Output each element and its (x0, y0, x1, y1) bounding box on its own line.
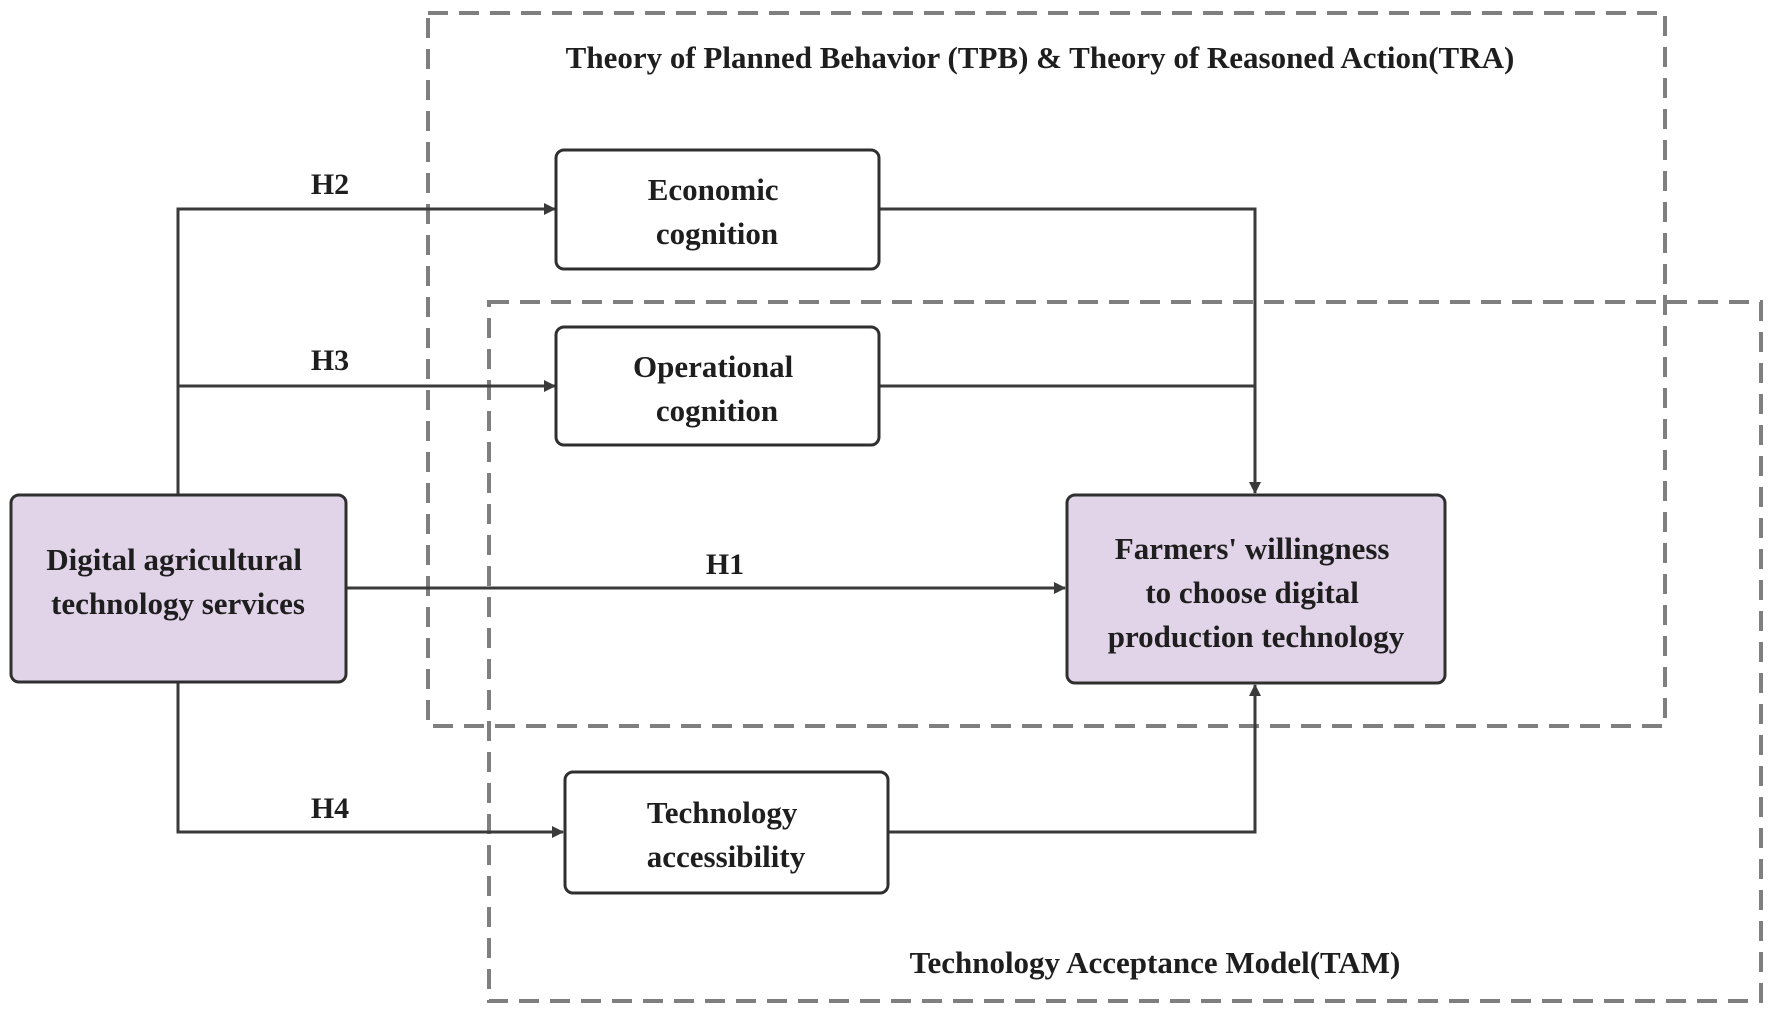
digital-services-box (9, 493, 348, 684)
h1-label: H1 (706, 548, 744, 581)
h4-arrow (176, 683, 564, 838)
technology-accessibility-line-2: accessibility (647, 839, 806, 874)
digital-services-text: Digital agricultural technology services (46, 542, 309, 621)
farmers-willingness-line-2: to choose digital (1145, 575, 1359, 610)
farmers-willingness-box (1065, 493, 1447, 685)
operational-cognition-line-1: Operational (633, 349, 794, 384)
digital-services-line-2: technology services (51, 586, 305, 621)
technology-accessibility-text: Technology accessibility (647, 795, 806, 874)
economic-cognition-node: Economic cognition (554, 148, 881, 271)
tpb-tra-frame-title: Theory of Planned Behavior (TPB) & Theor… (566, 40, 1515, 75)
accessibility-to-willingness-arrow (888, 684, 1261, 834)
economic-cognition-box (554, 148, 881, 271)
tam-frame (487, 300, 1763, 1003)
economic-cognition-text: Economic cognition (648, 172, 787, 251)
technology-accessibility-node: Technology accessibility (563, 770, 890, 895)
tam-frame-title: Technology Acceptance Model(TAM) (910, 945, 1401, 980)
operational-cognition-line-2: cognition (656, 393, 778, 428)
farmers-willingness-text: Farmers' willingness to choose digital p… (1108, 531, 1405, 654)
tpb-tra-frame (426, 11, 1667, 728)
operational-cognition-node: Operational cognition (554, 325, 881, 447)
farmers-willingness-node: Farmers' willingness to choose digital p… (1065, 493, 1447, 685)
technology-accessibility-box (563, 770, 890, 895)
h2-label: H2 (311, 168, 349, 201)
economic-to-willingness-arrow (879, 207, 1261, 494)
farmers-willingness-line-3: production technology (1108, 619, 1405, 654)
h2-arrow (176, 203, 556, 494)
connectors (176, 203, 1261, 838)
digital-services-line-1: Digital agricultural (46, 542, 302, 577)
technology-accessibility-line-1: Technology (647, 795, 798, 830)
farmers-willingness-line-1: Farmers' willingness (1115, 531, 1390, 566)
operational-cognition-text: Operational cognition (633, 349, 801, 428)
operational-cognition-box (554, 325, 881, 447)
digital-services-node: Digital agricultural technology services (9, 493, 348, 684)
economic-cognition-line-2: cognition (656, 216, 778, 251)
h3-label: H3 (311, 344, 349, 377)
economic-cognition-line-1: Economic (648, 172, 779, 207)
h4-label: H4 (311, 792, 349, 825)
